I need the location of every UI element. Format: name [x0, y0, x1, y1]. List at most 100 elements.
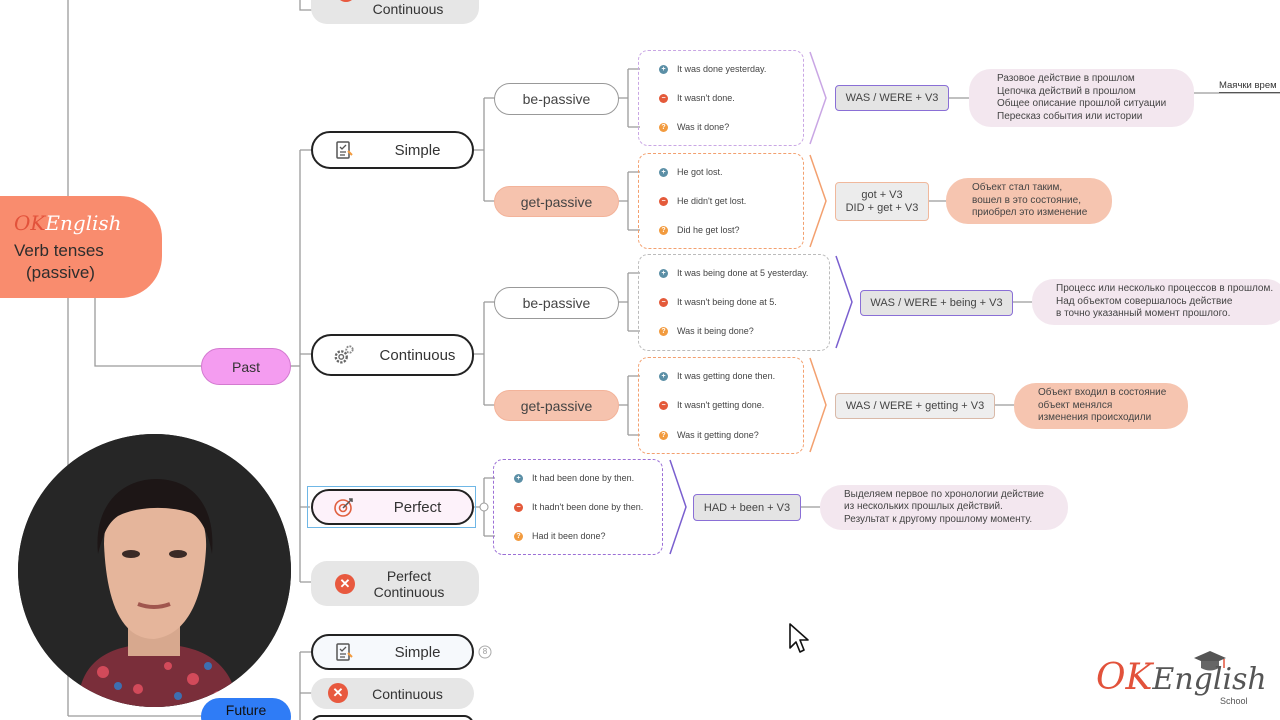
title-node[interactable]: OKEnglish Verb tenses (passive): [0, 196, 162, 298]
voice-simple-get[interactable]: get-passive: [494, 186, 619, 217]
example-negative: −It wasn't done.: [659, 93, 735, 103]
tense-label-line1: Perfect: [386, 567, 432, 584]
formula-text: WAS / WERE + getting + V3: [845, 400, 985, 412]
example-affirmative: +It was getting done then.: [659, 371, 775, 381]
branch-future-label: Future: [225, 701, 267, 718]
note-line: Общее описание прошлой ситуации: [997, 98, 1167, 109]
note-line: Результат к другому прошлому моменту.: [844, 513, 1033, 525]
formula-text-line2: DID + get + V3: [845, 201, 919, 214]
voice-simple-be[interactable]: be-passive: [494, 83, 619, 115]
note-simple-get[interactable]: Объект стал таким, вошел в это состояние…: [946, 178, 1112, 224]
title-subtext: (passive): [26, 263, 95, 282]
tense-label: Perfect: [393, 498, 442, 516]
minus-icon: −: [659, 93, 668, 103]
formula-perfect[interactable]: HAD + been + V3: [693, 494, 801, 521]
target-icon: [333, 496, 355, 518]
minus-icon: −: [659, 297, 668, 307]
tense-future-next-partial[interactable]: [311, 715, 474, 720]
minus-icon: −: [514, 502, 523, 512]
note-line: Объект входил в состояние: [1038, 387, 1167, 399]
example-question: ?Had it been done?: [514, 531, 606, 541]
logo-wordmark: OKEnglish: [1096, 657, 1267, 698]
examples-continuous-be[interactable]: +It was being done at 5 yesterday. −It w…: [638, 254, 830, 351]
example-affirmative: +It had been done by then.: [514, 473, 634, 483]
question-icon: ?: [659, 326, 668, 336]
formula-simple-get[interactable]: got + V3 DID + get + V3: [835, 182, 929, 221]
tense-top-continuous[interactable]: ✕ Continuous: [311, 0, 479, 24]
gears-icon: [333, 344, 355, 366]
minus-icon: −: [659, 400, 668, 410]
example-negative: −It wasn't getting done.: [659, 400, 764, 410]
note-line: вошел в это состояние,: [972, 194, 1081, 206]
tense-label: Continuous: [379, 346, 456, 364]
voice-continuous-be[interactable]: be-passive: [494, 287, 619, 319]
examples-simple-get[interactable]: +He got lost. −He didn't get lost. ?Did …: [638, 153, 804, 249]
examples-simple-be[interactable]: +It was done yesterday. −It wasn't done.…: [638, 50, 804, 146]
note-continuous-get[interactable]: Объект входил в состояние объект менялся…: [1014, 383, 1188, 429]
plus-icon: +: [659, 64, 668, 74]
note-line: Цепочка действий в прошлом: [997, 85, 1136, 97]
note-line: приобрел это изменение: [972, 207, 1088, 219]
formula-simple-be[interactable]: WAS / WERE + V3: [835, 85, 949, 111]
tense-future-continuous[interactable]: ✕ Continuous: [311, 678, 474, 709]
example-negative: −It wasn't being done at 5.: [659, 297, 777, 307]
plus-icon: +: [514, 473, 523, 483]
cross-icon: ✕: [335, 574, 355, 594]
note-extra-partial[interactable]: Маячки врем: [1219, 80, 1280, 93]
question-icon: ?: [514, 531, 523, 541]
formula-continuous-get[interactable]: WAS / WERE + getting + V3: [835, 393, 995, 419]
okenglish-school-logo: OKEnglish School: [1096, 648, 1271, 710]
tense-future-simple[interactable]: Simple: [311, 634, 474, 670]
minus-icon: −: [659, 196, 668, 206]
note-simple-be[interactable]: Разовое действие в прошлом Цепочка дейст…: [969, 69, 1194, 127]
formula-text-line1: got + V3: [861, 188, 903, 201]
example-affirmative: +He got lost.: [659, 167, 723, 177]
graduation-cap-icon: [1194, 651, 1226, 671]
question-icon: ?: [659, 430, 668, 440]
title-text: Verb tenses: [14, 241, 104, 260]
formula-text: HAD + been + V3: [703, 501, 791, 514]
example-question: ?Was it being done?: [659, 326, 754, 336]
question-icon: ?: [659, 122, 668, 132]
branch-past[interactable]: Past: [201, 348, 291, 385]
example-question: ?Did he get lost?: [659, 225, 740, 235]
formula-continuous-be[interactable]: WAS / WERE + being + V3: [860, 290, 1013, 316]
tense-simple[interactable]: Simple: [311, 131, 474, 169]
note-line: объект менялся: [1038, 399, 1113, 411]
tense-perfect-continuous[interactable]: ✕ Perfect Continuous: [311, 561, 479, 606]
examples-continuous-get[interactable]: +It was getting done then. −It wasn't ge…: [638, 357, 804, 454]
example-question: ?Was it getting done?: [659, 430, 759, 440]
plus-icon: +: [659, 371, 668, 381]
note-line: Разовое действие в прошлом: [997, 73, 1135, 84]
checklist-icon: [333, 641, 355, 663]
note-line: изменения происходили: [1038, 412, 1152, 424]
perfect-selection-frame: [307, 486, 476, 528]
examples-perfect[interactable]: +It had been done by then. −It hadn't be…: [493, 459, 663, 555]
presenter-figure: [18, 434, 291, 707]
tense-label: Simple: [394, 141, 441, 159]
tense-perfect[interactable]: Perfect: [311, 489, 474, 525]
note-line: Над объектом совершалось действие: [1056, 295, 1233, 307]
tense-label: Simple: [394, 643, 441, 661]
plus-icon: +: [659, 167, 668, 177]
voice-continuous-get[interactable]: get-passive: [494, 390, 619, 421]
tense-label: Continuous: [372, 1, 444, 17]
logo-school-label: School: [1220, 696, 1248, 706]
note-perfect[interactable]: Выделяем первое по хронологии действие и…: [820, 485, 1068, 530]
example-negative: −It hadn't been done by then.: [514, 502, 643, 512]
note-line: Процесс или несколько процессов в прошло…: [1056, 283, 1274, 295]
note-continuous-be[interactable]: Процесс или несколько процессов в прошло…: [1032, 279, 1280, 325]
tense-label: Continuous: [372, 685, 443, 702]
title-brand: OKEnglish: [14, 211, 122, 235]
note-line: из нескольких прошлых действий.: [844, 501, 1003, 513]
mouse-cursor: [789, 623, 809, 653]
example-affirmative: +It was done yesterday.: [659, 64, 766, 74]
tense-continuous[interactable]: Continuous: [311, 334, 474, 376]
branch-future[interactable]: Future: [201, 698, 291, 720]
note-line: в точно указанный момент прошлого.: [1056, 308, 1231, 320]
presenter-webcam: [18, 434, 291, 707]
collapsed-count-badge[interactable]: 8: [482, 647, 488, 656]
voice-label: be-passive: [522, 295, 591, 311]
